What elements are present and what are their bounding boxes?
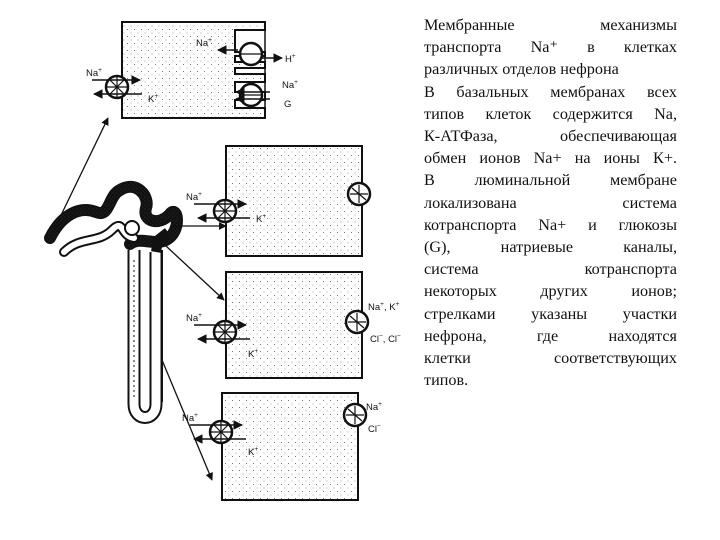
caption-line: типов. — [424, 371, 469, 390]
cell-1: Na+ K+ Na+ H+ Na+ G — [86, 21, 298, 119]
nephron-diagram: Na+ K+ Na+ H+ Na+ G Na+ K+ Na+ K+ — [44, 21, 401, 501]
caption-line: В базальных мембранах всех — [424, 82, 677, 101]
pointer-arrows — [49, 117, 227, 481]
cell-3-luminal-na-k-label: Na+, K+ — [368, 301, 400, 313]
caption-line: транспорта Na⁺ в клетках — [424, 38, 677, 57]
cell-2-body — [225, 145, 363, 257]
cell-4-luminal-cl-label: Cl− — [368, 423, 381, 435]
cell-1-luminal-h-label: H+ — [285, 53, 296, 65]
cell-4-body — [221, 392, 359, 501]
nephron-tubule — [44, 180, 183, 424]
cell-2: Na+ K+ — [186, 145, 372, 257]
cell-4: Na+ K+ Na+ Cl− — [182, 392, 382, 501]
caption-line: стрелками указаны участки — [424, 304, 677, 323]
cell-1-inner-na-label: Na+ — [196, 37, 212, 49]
cell-3-basal-na-label: Na+ — [186, 312, 202, 324]
cell-1-body — [121, 21, 266, 119]
cell-4-luminal-na-label: Na+ — [366, 401, 382, 413]
cell-1-luminal-na-label: Na+ — [282, 79, 298, 91]
cell-3: Na+ K+ Na+, K+ Cl−, Cl− — [186, 271, 401, 379]
caption-line: котранспорта Na+ и глюкозы — [424, 215, 677, 234]
caption-line: клетки соответствующих — [424, 349, 677, 368]
cell-3-basal-k-label: K+ — [248, 348, 258, 360]
cell-1-luminal-g-label: G — [284, 99, 291, 110]
caption-line: нефрона, где находятся — [424, 326, 677, 345]
caption-line: Мембранные механизмы — [424, 16, 677, 34]
caption-line: система котранспорта — [424, 260, 677, 279]
caption-line: (G), натриевые каналы, — [424, 238, 677, 257]
caption-line: локализована система — [424, 193, 677, 212]
caption-text: Мембранные механизмы транспорта Na⁺ в кл… — [424, 14, 677, 391]
cell-2-basal-na-label: Na+ — [186, 191, 202, 203]
caption-line: типов клеток содержится Na, — [424, 104, 677, 123]
cell-4-basal-k-label: K+ — [248, 446, 258, 458]
caption-line: обмен ионов Na+ на ионы К+. — [424, 149, 677, 168]
cell-3-luminal-cl-label: Cl−, Cl− — [370, 333, 401, 345]
cell-3-body — [225, 271, 363, 379]
cell-4-basal-na-label: Na+ — [182, 412, 198, 424]
caption-line: некоторых других ионов; — [424, 282, 677, 301]
cell-1-basal-k-label: K+ — [148, 93, 158, 105]
cell-1-basal-na-label: Na+ — [86, 67, 102, 79]
caption-line: различных отделов нефрона — [424, 60, 619, 79]
caption-line: В люминальной мембране — [424, 171, 677, 190]
caption-line: К-АТФаза, обеспечивающая — [424, 127, 677, 146]
cell-2-basal-k-label: K+ — [256, 213, 266, 225]
